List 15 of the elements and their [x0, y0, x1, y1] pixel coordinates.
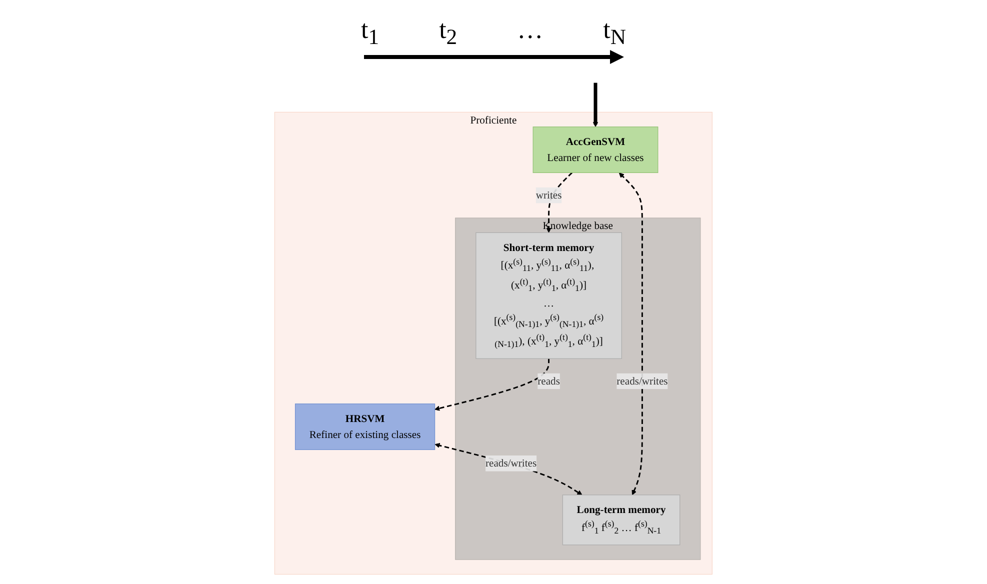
time-label: t$_{1}$	[361, 14, 380, 50]
arrow	[618, 172, 643, 496]
arrow	[434, 442, 582, 496]
node-box: AccGenSVM Learner of new classes	[532, 126, 658, 173]
edge-label: reads	[538, 375, 560, 387]
edge-label: writes	[536, 189, 562, 201]
arrow	[592, 82, 598, 128]
arrow	[434, 358, 550, 411]
edge-label: reads/writes	[486, 457, 537, 469]
node-box: HRSVM Refiner of existing classes	[295, 404, 436, 450]
edge-label: reads/writes	[616, 375, 668, 387]
time-label: t$_{N}$	[603, 14, 626, 50]
time-label: …	[517, 14, 544, 46]
node-box: Short-term memory [(x$^{(s)}$$_{11}$, y$^{(s)}$$_{11}$, α$^{(s)}$$_{11}$), (x$^{(t)}$$_{1}$, y$^{(t)}$$_{1}$, α$^{(t)}$$_{1}$)] … [(x$^{(s)}$$_{(N-1)1}$, y$^{(s)}$$_{(N-1)1}$, α$^{(s)}$$_{(N-1)1}$), (x$^{(t)}$$_{1}$, y$^{(t)}$$_{1}$, α$^{(t)}$$_{1}$)]	[476, 232, 622, 359]
time-label: t$_{2}$	[439, 14, 458, 50]
